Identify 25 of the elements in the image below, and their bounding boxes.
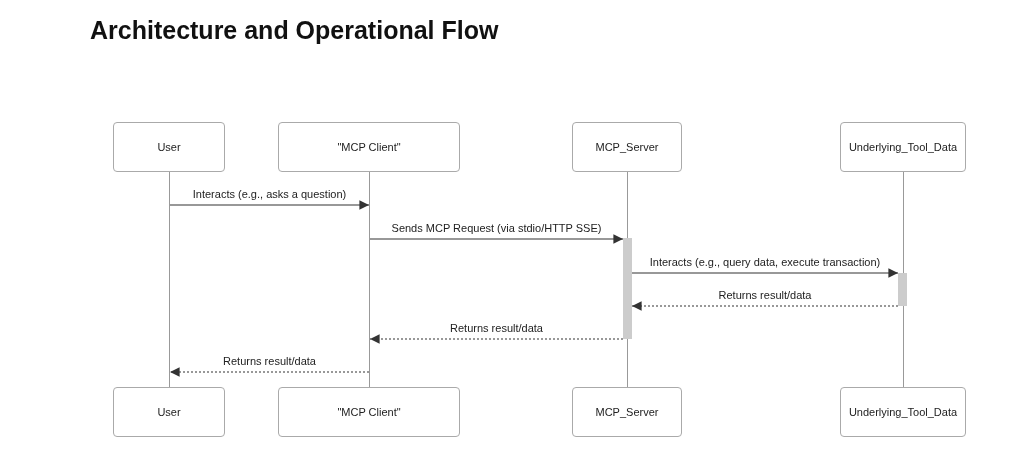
participant-box: "MCP Client"	[278, 387, 460, 437]
participant-box: MCP_Server	[572, 387, 682, 437]
arrow	[169, 200, 370, 210]
participant-box: User	[113, 122, 225, 172]
participant-box: Underlying_Tool_Data	[840, 122, 966, 172]
participant-box: Underlying_Tool_Data	[840, 387, 966, 437]
lifeline	[169, 172, 170, 387]
edge-label: Returns result/data	[221, 355, 318, 367]
participant-box: MCP_Server	[572, 122, 682, 172]
participant-box: User	[113, 387, 225, 437]
activation-bar	[898, 273, 907, 306]
arrow	[631, 268, 899, 278]
edge-label: Interacts (e.g., asks a question)	[190, 188, 349, 200]
edge-label: Sends MCP Request (via stdio/HTTP SSE)	[389, 222, 604, 234]
lifeline	[369, 172, 370, 387]
dashed-arrow	[169, 367, 370, 377]
activation-bar	[623, 238, 632, 339]
edge-label: Returns result/data	[448, 322, 545, 334]
participant-box: "MCP Client"	[278, 122, 460, 172]
dashed-arrow	[631, 301, 899, 311]
arrow	[369, 234, 624, 244]
edge-label: Interacts (e.g., query data, execute transaction)	[647, 256, 883, 268]
edge-label: Returns result/data	[716, 289, 814, 301]
diagram-title: Architecture and Operational Flow	[90, 16, 499, 45]
dashed-arrow	[369, 334, 624, 344]
